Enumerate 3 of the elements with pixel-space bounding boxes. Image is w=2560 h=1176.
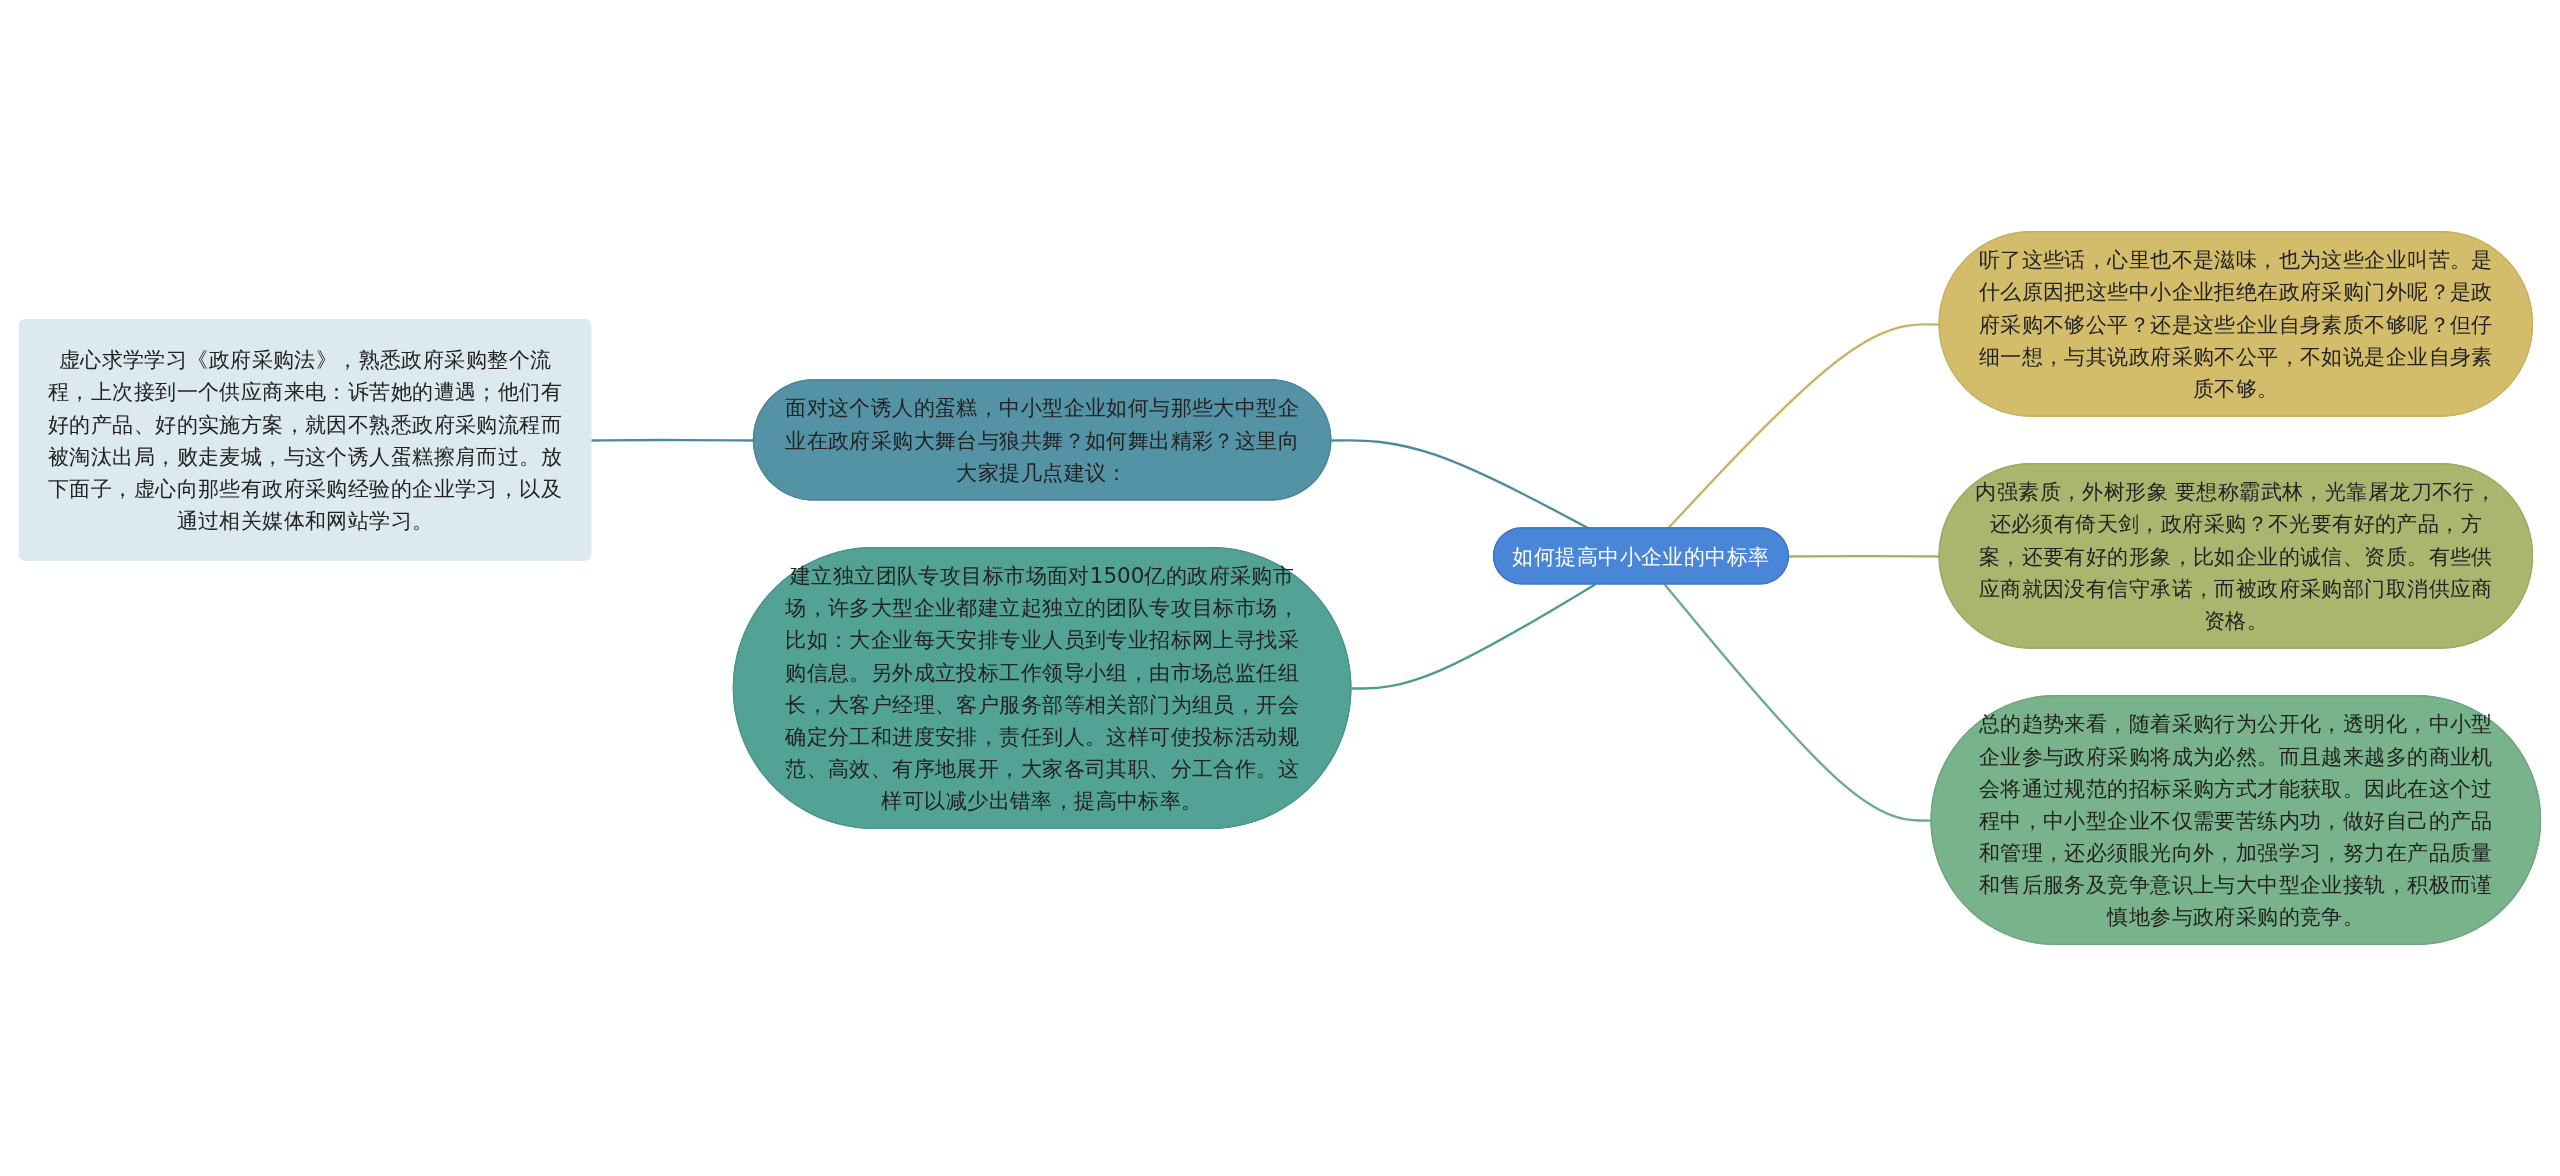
connector (1788, 554, 1940, 558)
connector (1351, 583, 1596, 690)
connector (1663, 583, 1932, 822)
